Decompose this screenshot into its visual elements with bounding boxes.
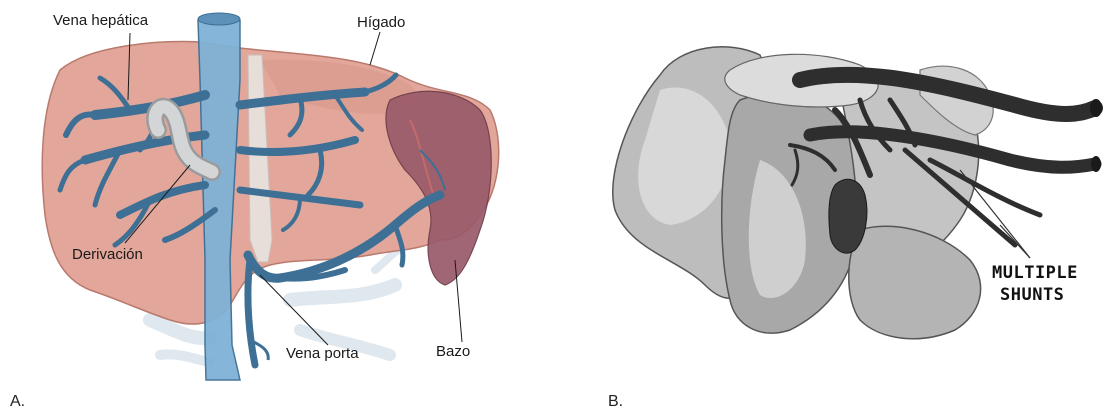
vessel-end-upper: [1090, 99, 1102, 117]
panel-a-letter: A.: [10, 393, 25, 411]
spleen-label: Bazo: [436, 343, 470, 360]
multiple-shunts-label: MULTIPLE SHUNTS: [992, 262, 1078, 306]
liver-label: Hígado: [357, 14, 405, 31]
panel-b-letter: B.: [608, 393, 623, 411]
label-pointer-lines: [960, 170, 1030, 258]
liver-lobe-right-lower: [849, 226, 981, 338]
shunt-label: Derivación: [72, 246, 143, 263]
multiple-shunts-label-line2: SHUNTS: [992, 284, 1078, 306]
panel-a-liver-shunt-illustration: Vena hepática Hígado Derivación Vena por…: [0, 0, 560, 418]
vena-cava: [198, 16, 240, 381]
multiple-shunts-label-line1: MULTIPLE: [992, 262, 1078, 284]
panel-a-illustration: [0, 0, 560, 418]
vessel-end-lower: [1091, 156, 1101, 172]
hepatic-vein-label: Vena hepática: [53, 12, 148, 29]
portal-vein-label: Vena porta: [286, 345, 359, 362]
panel-b-multiple-shunts-illustration: MULTIPLE SHUNTS B.: [560, 0, 1116, 418]
vena-cava-opening: [198, 13, 240, 25]
panel-b-illustration: [560, 0, 1116, 418]
